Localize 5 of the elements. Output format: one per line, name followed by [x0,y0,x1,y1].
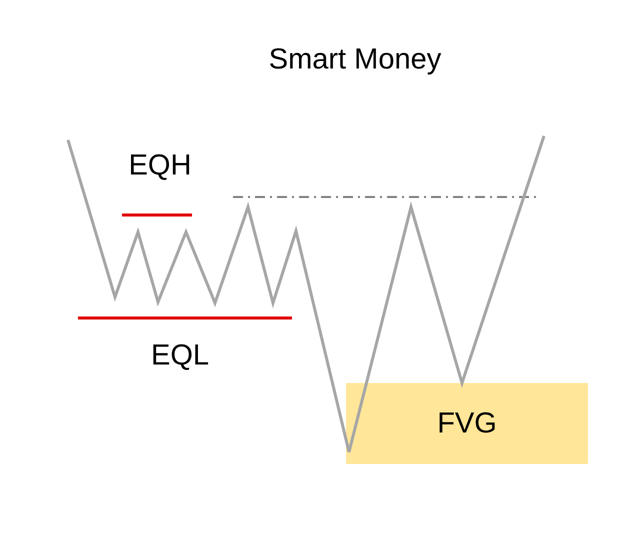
level-label: EQL [150,342,210,370]
title: Smart Money [268,46,442,74]
fair-value-gap-zone [346,383,588,464]
level-label: EQH [128,152,192,180]
zone-label: FVG [437,409,497,438]
